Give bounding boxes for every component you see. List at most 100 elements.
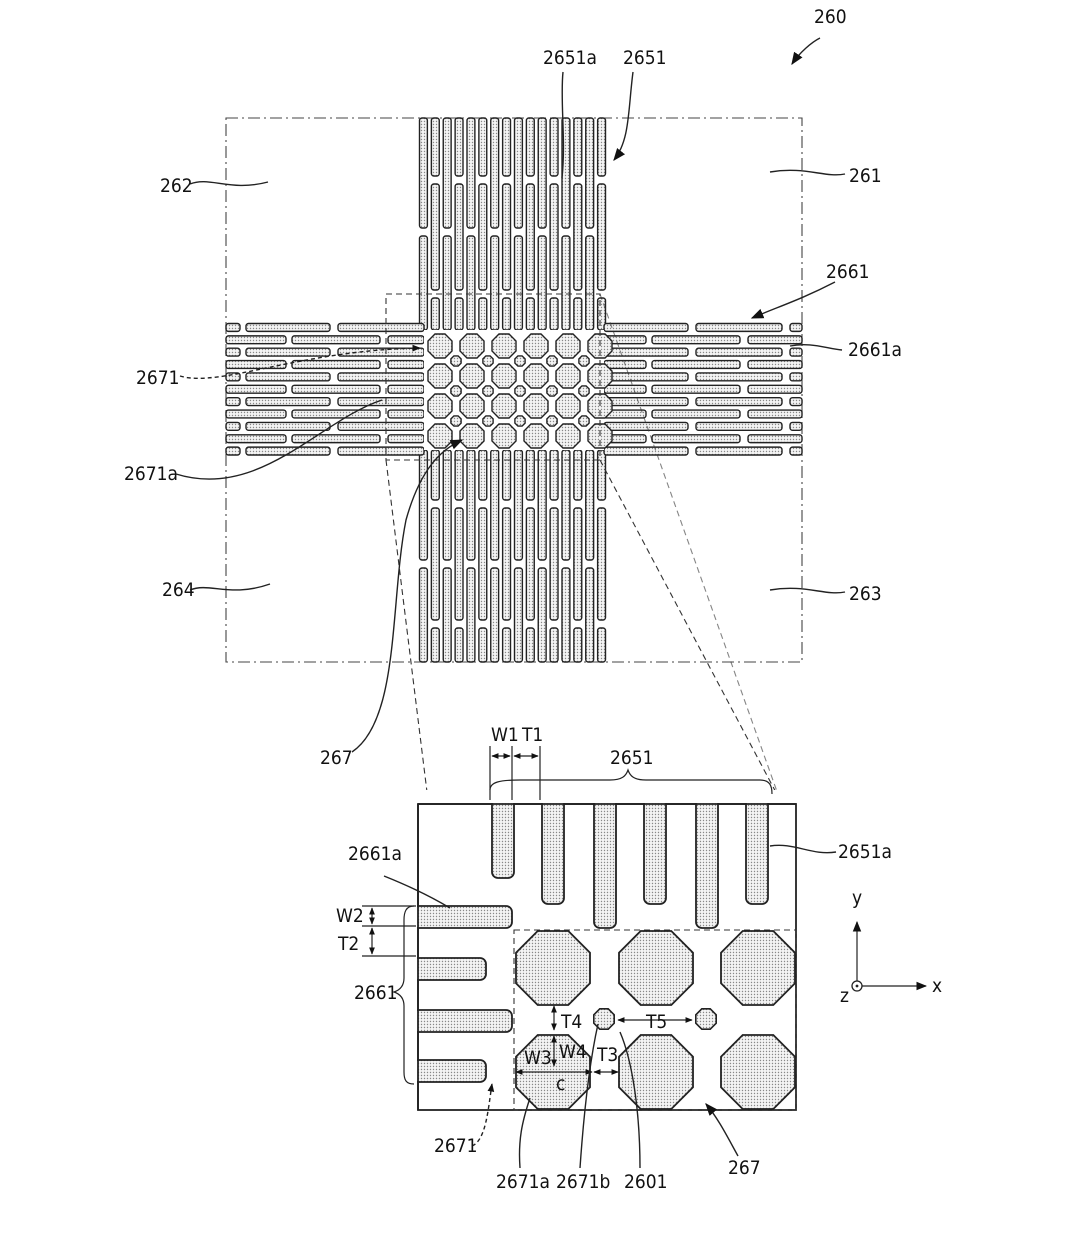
- center-octagon: [523, 423, 549, 449]
- horizontal-slot: [651, 409, 741, 419]
- horizontal-slot: [747, 409, 803, 419]
- vertical-slot: [501, 507, 512, 621]
- horizontal-slot: [245, 372, 331, 382]
- vertical-slot: [585, 235, 595, 331]
- center-small-octagon: [450, 385, 462, 397]
- vertical-slot: [596, 117, 607, 177]
- horizontal-slot: [225, 396, 241, 407]
- center-octagon: [427, 363, 453, 389]
- vertical-slot: [442, 235, 452, 331]
- horizontal-slot: [747, 434, 803, 444]
- detail-mesh-region: [513, 929, 797, 1111]
- horizontal-slot: [291, 409, 381, 419]
- center-small-octagon: [578, 385, 590, 397]
- dim-label-t5: T5: [645, 1011, 667, 1033]
- horizontal-mesh-strips: [225, 322, 803, 456]
- label-2671-detail: 2671: [434, 1135, 478, 1157]
- horizontal-slot: [225, 446, 241, 456]
- horizontal-slot: [225, 335, 287, 345]
- center-octagon: [523, 393, 549, 419]
- horizontal-slot: [603, 446, 689, 456]
- horizontal-slot: [291, 384, 381, 394]
- detail-vertical-slot: [745, 795, 769, 905]
- reference-labels: 260 2651a 2651 262 261 2661 2661a 2671 2…: [124, 6, 942, 1193]
- horizontal-slot: [225, 322, 241, 333]
- vertical-slot: [478, 449, 488, 501]
- vertical-slot: [525, 183, 535, 291]
- zoom-line-top: [599, 293, 781, 801]
- zoom-line-left: [385, 459, 429, 801]
- label-267-mid: 267: [320, 747, 353, 769]
- vertical-slot: [501, 627, 512, 663]
- horizontal-slot: [651, 384, 741, 394]
- vertical-slot: [430, 297, 440, 331]
- vertical-slot: [525, 297, 535, 331]
- label-267-detail: 267: [728, 1157, 761, 1179]
- vertical-slot: [478, 507, 488, 621]
- horizontal-slot: [651, 359, 741, 370]
- label-2651-top: 2651: [623, 47, 667, 69]
- horizontal-slot: [747, 335, 803, 345]
- detail-frame-cover: [419, 790, 795, 803]
- center-octagon: [427, 423, 453, 449]
- vertical-slot: [561, 449, 571, 561]
- detail-large-octagon: [720, 930, 796, 1006]
- horizontal-slot: [789, 372, 803, 382]
- dim-label-w1: W1: [491, 724, 519, 746]
- vertical-slot: [585, 567, 595, 663]
- vertical-slot: [596, 449, 607, 501]
- center-octagon: [491, 393, 517, 419]
- axis-indicator: [851, 920, 928, 992]
- center-small-octagon: [546, 385, 558, 397]
- horizontal-slot: [225, 409, 287, 419]
- vertical-slot: [573, 297, 583, 331]
- vertical-slot: [430, 183, 440, 291]
- top-view: [225, 117, 803, 663]
- center-octagon: [491, 363, 517, 389]
- vertical-slot: [549, 507, 559, 621]
- center-small-octagon: [578, 415, 590, 427]
- vertical-slot: [466, 449, 476, 561]
- center-octagon: [555, 363, 581, 389]
- detail-view: [362, 746, 928, 1169]
- vertical-slot: [478, 627, 488, 663]
- vertical-slot: [454, 627, 464, 663]
- horizontal-slot: [747, 359, 803, 370]
- horizontal-slot: [603, 372, 689, 382]
- label-263: 263: [849, 583, 882, 605]
- center-small-octagon: [482, 355, 494, 367]
- center-small-octagon: [578, 355, 590, 367]
- vertical-slot: [442, 567, 452, 663]
- vertical-slot: [490, 567, 500, 663]
- top-leaders: [175, 37, 846, 753]
- vertical-slot: [466, 567, 476, 663]
- label-2661a-right: 2661a: [848, 339, 902, 361]
- vertical-slot: [549, 117, 559, 177]
- vertical-slot: [549, 627, 559, 663]
- center-octagon: [491, 423, 517, 449]
- label-2661: 2661: [826, 261, 870, 283]
- detail-leaders: [383, 844, 837, 1169]
- detail-horizontal-slot: [411, 1059, 487, 1083]
- dim-label-w2: W2: [336, 905, 364, 927]
- vertical-slot: [418, 117, 429, 229]
- horizontal-slot: [291, 434, 381, 444]
- center-small-octagon: [514, 415, 526, 427]
- vertical-slot: [490, 449, 500, 561]
- label-2671b-detail: 2671b: [556, 1171, 610, 1193]
- vertical-slot: [549, 297, 559, 331]
- horizontal-slot: [225, 421, 241, 431]
- horizontal-slot: [695, 421, 783, 431]
- horizontal-slot: [337, 372, 425, 382]
- horizontal-slot: [651, 434, 741, 444]
- center-small-octagon: [450, 355, 462, 367]
- horizontal-slot: [225, 384, 287, 394]
- detail-horizontal-slot: [411, 905, 513, 929]
- vertical-slot: [585, 449, 595, 561]
- horizontal-slot: [245, 421, 331, 431]
- center-octagon: [459, 393, 485, 419]
- vertical-slot: [525, 117, 535, 177]
- horizontal-slot: [789, 446, 803, 456]
- vertical-slot: [537, 449, 547, 561]
